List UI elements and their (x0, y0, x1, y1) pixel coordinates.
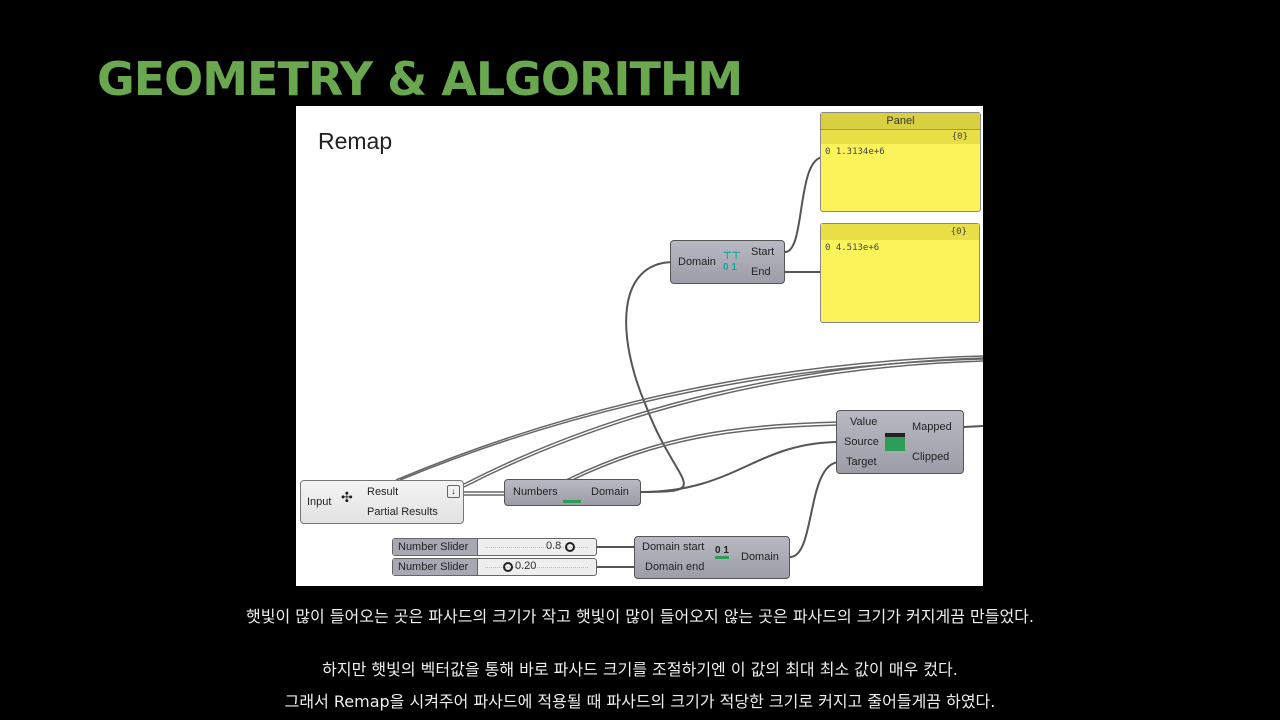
slide-title: GEOMETRY & ALGORITHM (97, 52, 743, 106)
slider-knob[interactable] (503, 562, 513, 572)
domain-icon: 0 1 (715, 545, 729, 559)
grasshopper-canvas[interactable]: Remap Panel {0} 0 1.3134e+6 {0} 0 4.513e… (296, 106, 983, 586)
wire (565, 421, 841, 481)
panel-header: Panel (821, 113, 980, 130)
output-result[interactable]: Result (367, 486, 399, 498)
caption-line-1: 햇빛이 많이 들어오는 곳은 파사드의 크기가 작고 햇빛이 많이 들어오지 않… (246, 607, 1034, 626)
panel-path: {0} (821, 224, 979, 240)
input-domain[interactable]: Domain (678, 256, 716, 268)
construct-domain-node[interactable]: Domain start Domain end 0 1 Domain (634, 536, 790, 579)
number-slider-2[interactable]: Number Slider 0.20 (392, 558, 597, 576)
wire (625, 261, 685, 493)
panel-value: 1.3134e+6 (835, 147, 885, 157)
output-mapped[interactable]: Mapped (912, 421, 952, 433)
number-slider-1[interactable]: Number Slider 0.8 (392, 538, 597, 556)
slider-knob[interactable] (565, 542, 575, 552)
output-domain[interactable]: Domain (591, 486, 629, 498)
slider-value: 0.20 (515, 560, 537, 572)
arrow-down-icon[interactable]: ↓ (447, 485, 460, 498)
wire (789, 461, 841, 558)
slider-value: 0.8 (546, 540, 562, 552)
deconstruct-domain-node[interactable]: Domain ⊤⊤0 1 Start End (670, 240, 785, 284)
input-numbers[interactable]: Numbers (513, 486, 558, 498)
output-clipped[interactable]: Clipped (912, 451, 950, 463)
output-end[interactable]: End (751, 266, 771, 278)
input-source[interactable]: Source (844, 436, 879, 448)
input-input[interactable]: Input (307, 496, 332, 508)
panel-index: 0 (825, 243, 831, 253)
wire (463, 357, 983, 485)
wire (395, 355, 983, 481)
panel-index: 0 (825, 147, 831, 157)
input-target[interactable]: Target (846, 456, 877, 468)
panel-end[interactable]: {0} 0 4.513e+6 (820, 223, 980, 323)
caption-line-2: 하지만 햇빛의 벡터값을 통해 바로 파사드 크기를 조절하기엔 이 값의 최대… (322, 660, 958, 679)
input-domain-start[interactable]: Domain start (642, 541, 705, 553)
panel-start[interactable]: Panel {0} 0 1.3134e+6 (820, 112, 981, 212)
input-value[interactable]: Value (850, 416, 878, 428)
wire (963, 425, 983, 428)
wire (640, 441, 841, 493)
slider-label: Number Slider (393, 539, 478, 555)
bounds-node[interactable]: Numbers Domain (504, 479, 641, 506)
panel-value: 4.513e+6 (835, 243, 880, 253)
output-start[interactable]: Start (751, 246, 775, 258)
bounds-icon (563, 486, 581, 503)
input-domain-end[interactable]: Domain end (645, 561, 705, 573)
caption-line-3: 그래서 Remap을 시켜주어 파사드에 적용될 때 파사드의 크기가 적당한 … (284, 692, 996, 711)
panel-path: {0} (821, 130, 980, 144)
output-partial-results[interactable]: Partial Results (367, 506, 438, 518)
domain-icon: ⊤⊤0 1 (723, 251, 741, 273)
output-domain[interactable]: Domain (741, 551, 779, 563)
remap-icon (885, 433, 905, 451)
remap-node[interactable]: Value Source Target Mapped Clipped (836, 410, 964, 474)
slider-label: Number Slider (393, 559, 478, 575)
wires (395, 156, 983, 568)
canvas-title: Remap (318, 128, 393, 154)
evaluate-icon: ✣ (341, 489, 353, 505)
evaluate-node[interactable]: Input ✣ Result Partial Results ↓ (300, 480, 464, 524)
wire (784, 156, 825, 253)
